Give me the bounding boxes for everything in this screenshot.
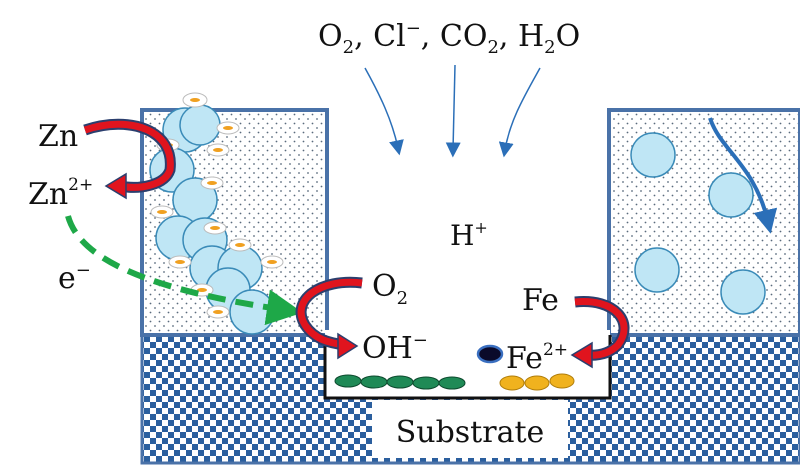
deposit [412, 376, 440, 390]
zn-label: Zn [38, 119, 78, 154]
deposit [549, 373, 575, 389]
reactant-arrow-left [364, 67, 404, 156]
deposit [438, 376, 466, 390]
deposit [386, 375, 414, 389]
zn-ion-label: Zn2+ [28, 175, 93, 212]
pit-outline [323, 335, 612, 400]
right-particles [630, 132, 766, 315]
fe-ion-label: Fe2+ [506, 340, 568, 376]
reactant-arrow-right [498, 67, 541, 158]
green-deposits [334, 374, 466, 390]
deposit [334, 374, 362, 388]
o2-label: O2 [372, 269, 408, 309]
iron-oxidation-arrow [574, 298, 628, 359]
zinc-particle [720, 269, 766, 315]
zinc-particle [179, 104, 221, 146]
reactants-label: O2, Cl−, CO2, H2O [318, 18, 580, 58]
oxygen-reduction-arrowhead [337, 332, 359, 360]
electron-label: e− [58, 260, 91, 296]
substrate-label-box [372, 400, 568, 458]
electron-dot [476, 344, 504, 364]
deposit [499, 375, 525, 391]
h-plus-label: H+ [450, 218, 488, 252]
yellow-deposits [499, 373, 575, 391]
electron-flow-arrow [65, 215, 303, 326]
zinc-particle [708, 172, 754, 218]
deposit [524, 375, 550, 391]
zn-oxidation-arrowhead [104, 172, 127, 200]
fe-label: Fe [522, 283, 559, 318]
reactant-arrows [364, 64, 541, 158]
diffusion-arrow [708, 117, 778, 234]
reactant-arrow-center [445, 64, 461, 158]
oxygen-reduction-arrow [297, 278, 363, 349]
zn-oxidation-arrow [83, 120, 174, 191]
zinc-product-markers [150, 92, 284, 319]
zinc-particle [229, 289, 275, 335]
iron-oxidation-arrowhead [570, 341, 593, 369]
hydroxide-label: OH− [362, 330, 428, 366]
deposit [360, 375, 388, 389]
substrate-label: Substrate [396, 415, 545, 450]
zinc-particle [634, 247, 680, 293]
zinc-particle [630, 132, 676, 178]
